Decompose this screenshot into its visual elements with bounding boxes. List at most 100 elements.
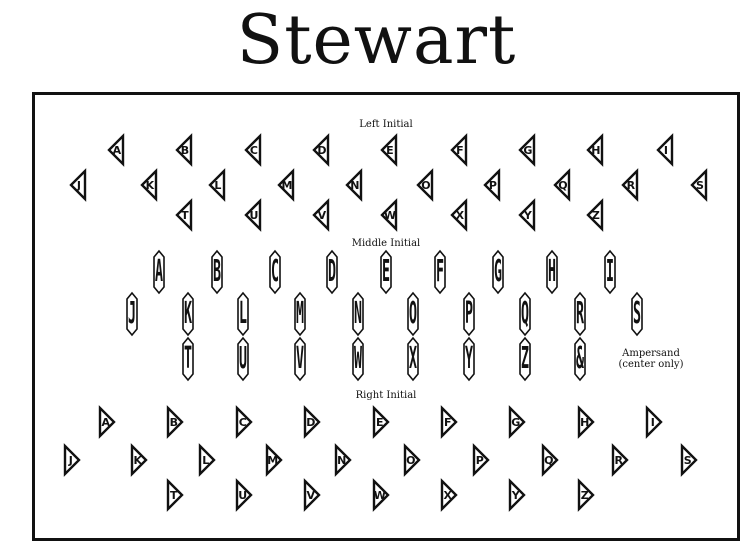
svg-text:K: K (146, 179, 155, 192)
middle-initial-l: L (237, 291, 249, 337)
middle-initial-z: Z (519, 336, 531, 382)
middle-initial-a: A (153, 249, 165, 295)
left-initial-x: X (450, 198, 468, 232)
left-initial-z: Z (586, 198, 604, 232)
left-initial-u: U (244, 198, 262, 232)
middle-initial-g: G (492, 249, 504, 295)
left-initial-l: L (208, 168, 226, 202)
middle-initial-p: P (463, 291, 475, 337)
middle-initial-v: V (294, 336, 306, 382)
right-initial-c: C (235, 405, 253, 439)
left-initial-e: E (380, 133, 398, 167)
monogram-chart: Left Initial Middle Initial Right Initia… (32, 92, 740, 541)
middle-initial-n: N (352, 291, 364, 337)
right-initial-z: Z (577, 478, 595, 512)
svg-text:T: T (181, 209, 189, 222)
left-initial-i: I (656, 133, 674, 167)
svg-text:X: X (444, 489, 453, 502)
svg-text:A: A (155, 254, 163, 289)
middle-initial-q: Q (519, 291, 531, 337)
left-initial-a: A (107, 133, 125, 167)
right-initial-q: Q (541, 443, 559, 477)
svg-text:Q: Q (558, 179, 567, 192)
svg-text:J: J (128, 296, 136, 331)
left-initial-s: S (690, 168, 708, 202)
left-initial-m: M (277, 168, 295, 202)
left-initial-f: F (450, 133, 468, 167)
svg-text:Z: Z (592, 209, 600, 222)
middle-initial-w: W (352, 336, 364, 382)
right-initial-m: M (265, 443, 283, 477)
right-initial-a: A (98, 405, 116, 439)
svg-text:H: H (548, 254, 556, 289)
right-initial-k: K (130, 443, 148, 477)
svg-text:Z: Z (521, 341, 529, 376)
right-initial-j: J (63, 443, 81, 477)
svg-text:M: M (281, 179, 292, 192)
svg-text:T: T (170, 489, 178, 502)
svg-text:B: B (213, 254, 221, 289)
middle-initial-r: R (574, 291, 586, 337)
middle-initial-e: E (380, 249, 392, 295)
svg-text:Z: Z (581, 489, 589, 502)
svg-text:C: C (271, 254, 279, 289)
svg-text:X: X (456, 209, 465, 222)
svg-text:U: U (239, 341, 247, 376)
middle-initial-f: F (434, 249, 446, 295)
right-initial-h: H (577, 405, 595, 439)
right-initial-t: T (166, 478, 184, 512)
middle-initial-o: O (407, 291, 419, 337)
svg-text:D: D (328, 254, 336, 289)
right-initial-s: S (680, 443, 698, 477)
svg-text:W: W (354, 341, 362, 376)
ampersand-note-subtitle: (center only) (618, 359, 684, 370)
right-initial-u: U (235, 478, 253, 512)
svg-text:W: W (374, 489, 386, 502)
svg-text:O: O (421, 179, 430, 192)
svg-text:C: C (239, 416, 247, 429)
left-initial-c: C (244, 133, 262, 167)
svg-text:D: D (317, 144, 326, 157)
svg-text:O: O (409, 296, 417, 331)
left-initial-j: J (69, 168, 87, 202)
svg-text:R: R (627, 179, 636, 192)
page-title: Stewart (236, 1, 517, 80)
svg-text:M: M (296, 296, 304, 331)
svg-text:E: E (382, 254, 390, 289)
middle-initial-label: Middle Initial (351, 238, 421, 249)
svg-text:J: J (68, 454, 73, 467)
svg-text:H: H (591, 144, 600, 157)
right-initial-g: G (508, 405, 526, 439)
svg-text:R: R (576, 296, 584, 331)
svg-text:A: A (102, 416, 111, 429)
svg-text:M: M (267, 454, 278, 467)
left-initial-b: B (175, 133, 193, 167)
svg-text:L: L (202, 454, 209, 467)
svg-text:Y: Y (523, 209, 533, 222)
svg-text:D: D (306, 416, 315, 429)
svg-text:S: S (684, 454, 692, 467)
svg-text:U: U (238, 489, 247, 502)
middle-initial-s: S (631, 291, 643, 337)
middle-initial-u: U (237, 336, 249, 382)
svg-text:B: B (181, 144, 189, 157)
svg-text:Y: Y (465, 341, 473, 376)
svg-text:N: N (337, 454, 346, 467)
left-initial-v: V (312, 198, 330, 232)
svg-text:O: O (406, 454, 415, 467)
left-initial-n: N (345, 168, 363, 202)
svg-text:S: S (696, 179, 704, 192)
svg-text:F: F (444, 416, 452, 429)
svg-text:L: L (239, 296, 247, 331)
middle-initial-b: B (211, 249, 223, 295)
right-initial-x: X (440, 478, 458, 512)
middle-initial-k: K (182, 291, 194, 337)
svg-text:V: V (318, 209, 327, 222)
middle-initial-ampersand: & (574, 336, 586, 382)
middle-initial-m: M (294, 291, 306, 337)
right-initial-v: V (303, 478, 321, 512)
svg-text:N: N (350, 179, 359, 192)
svg-text:Y: Y (511, 489, 521, 502)
middle-initial-i: I (604, 249, 616, 295)
right-initial-e: E (372, 405, 390, 439)
